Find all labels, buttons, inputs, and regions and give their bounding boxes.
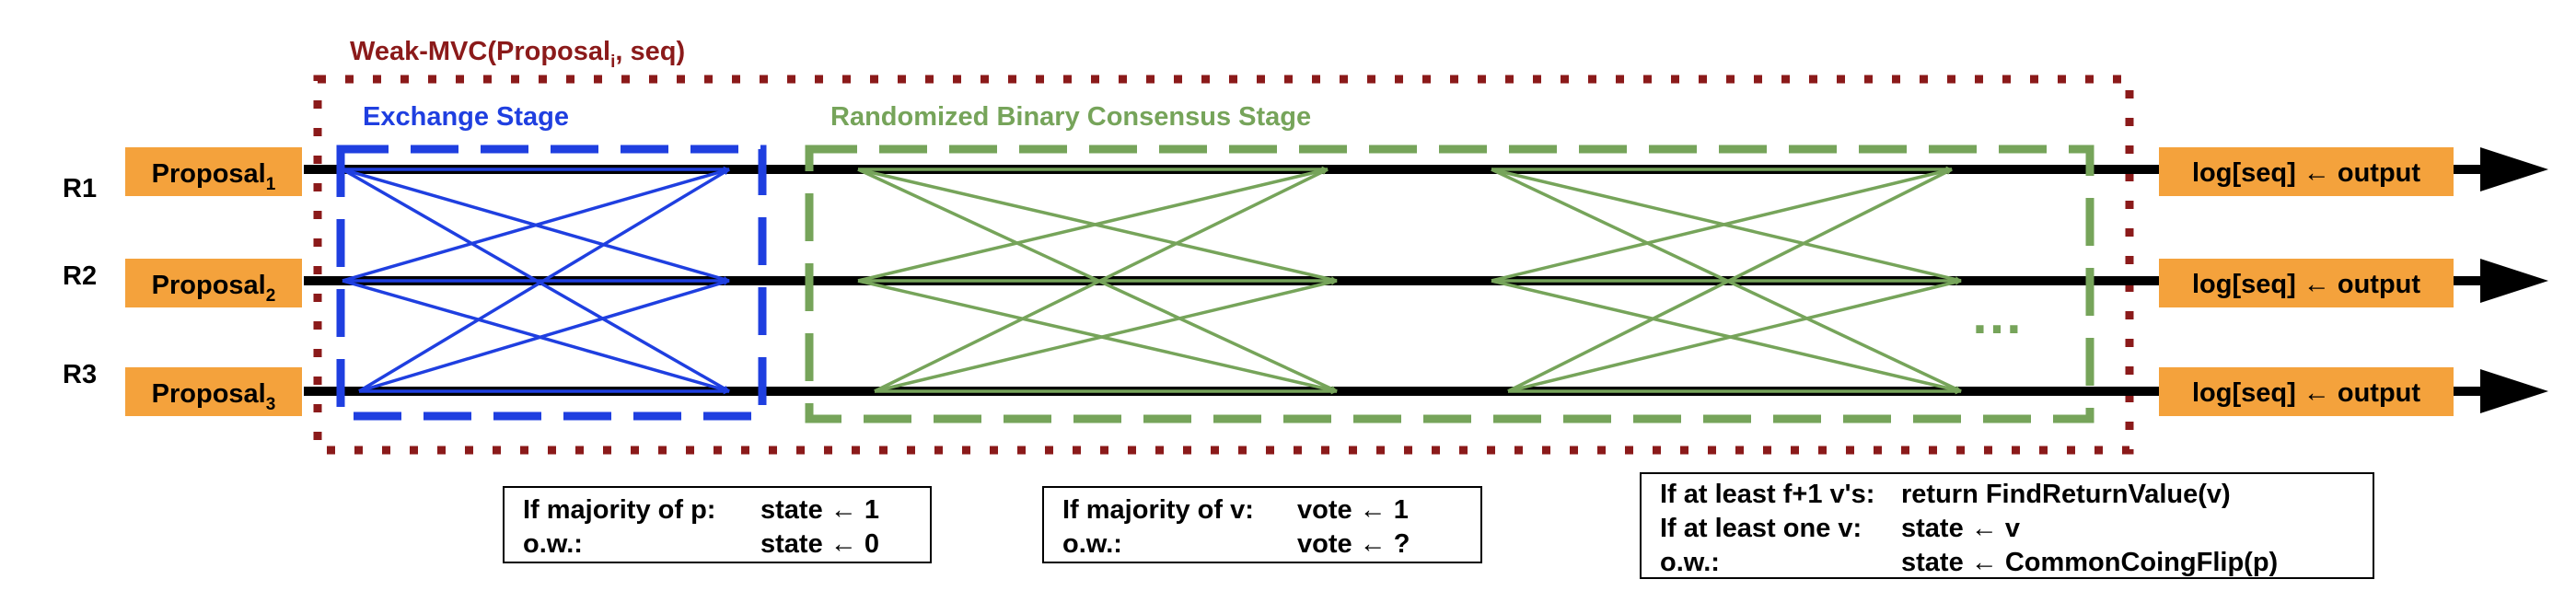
timeline-arrowhead-r3 (2480, 369, 2548, 413)
replica-label-r3: R3 (63, 360, 97, 389)
proposal-text-r3: Proposal3 (152, 379, 276, 414)
exchange-arrow (342, 168, 730, 283)
rbc-arrow (1507, 168, 1953, 393)
exchange-arrow (358, 279, 730, 393)
rbc-arrow (1491, 279, 1962, 393)
rule-row: o.w.: state ← 0 (523, 527, 911, 562)
rbc-arrow (874, 279, 1338, 393)
output-box-r1: log[seq] ← output (2159, 147, 2454, 196)
rule-row: If majority of p: state ← 1 (523, 493, 911, 527)
output-text-r2: log[seq] ← output (2192, 270, 2420, 299)
rbc-round-2-arrows (1491, 166, 1962, 395)
exchange-arrows (342, 166, 730, 395)
rule-action: vote ← ? (1297, 529, 1410, 559)
exchange-rule-box: If majority of p: state ← 1 o.w.: state … (503, 486, 932, 563)
exchange-arrow (358, 168, 730, 393)
rule-action: return FindReturnValue(v) (1901, 480, 2231, 509)
rule-action: state ← 1 (760, 495, 879, 525)
rule-row: If at least one v: state ← v (1660, 512, 2354, 546)
rbc-stage-label: Randomized Binary Consensus Stage (830, 102, 1311, 132)
rule-condition: o.w.: (1660, 548, 1720, 577)
output-box-r3: log[seq] ← output (2159, 367, 2454, 416)
exchange-stage-label: Exchange Stage (363, 102, 569, 132)
rule-row: If at least f+1 v's: return FindReturnVa… (1660, 478, 2354, 512)
rbc-arrow (857, 279, 1338, 393)
rule-action: state ← CommonCoingFlip(p) (1901, 548, 2279, 577)
rule-condition: If majority of p: (523, 495, 716, 525)
proposal-box-r1: Proposal1 (125, 147, 302, 196)
decide-rule-box: If at least f+1 v's: return FindReturnVa… (1640, 472, 2374, 579)
rule-condition: If at least one v: (1660, 514, 1862, 543)
rule-action: state ← 0 (760, 529, 879, 559)
timeline-arrowhead-r1 (2480, 147, 2548, 191)
rule-condition: o.w.: (1062, 529, 1122, 559)
rbc-arrow (1507, 279, 1962, 393)
output-box-r2: log[seq] ← output (2159, 259, 2454, 307)
rule-row: o.w.: vote ← ? (1062, 527, 1462, 562)
rule-condition: If at least f+1 v's: (1660, 480, 1875, 509)
rule-action: vote ← 1 (1297, 495, 1409, 525)
proposal-box-r3: Proposal3 (125, 367, 302, 416)
vote-rule-box: If majority of v: vote ← 1 o.w.: vote ← … (1042, 486, 1482, 563)
rule-action: state ← v (1901, 514, 2020, 543)
replica-label-r1: R1 (63, 174, 97, 203)
proposal-text-r2: Proposal2 (152, 271, 276, 306)
rbc-arrow (874, 168, 1329, 393)
rbc-round-1-arrows (857, 166, 1338, 395)
rbc-stage-box (805, 145, 2094, 423)
rule-condition: o.w.: (523, 529, 583, 559)
proposal-text-r1: Proposal1 (152, 159, 276, 194)
rule-row: If majority of v: vote ← 1 (1062, 493, 1462, 527)
rbc-arrow (1491, 168, 1953, 283)
weak-mvc-title: Weak-MVC(Proposali, seq) (350, 37, 685, 72)
replica-label-r2: R2 (63, 261, 97, 291)
proposal-box-r2: Proposal2 (125, 259, 302, 307)
output-text-r3: log[seq] ← output (2192, 378, 2420, 408)
output-text-r1: log[seq] ← output (2192, 158, 2420, 188)
exchange-stage-box (336, 145, 767, 421)
continuation-ellipsis: … (1970, 285, 2029, 345)
timeline-arrowhead-r2 (2480, 259, 2548, 303)
rbc-arrow (857, 168, 1329, 283)
rule-condition: If majority of v: (1062, 495, 1254, 525)
rule-row: o.w.: state ← CommonCoingFlip(p) (1660, 546, 2354, 580)
exchange-arrow (342, 279, 730, 393)
